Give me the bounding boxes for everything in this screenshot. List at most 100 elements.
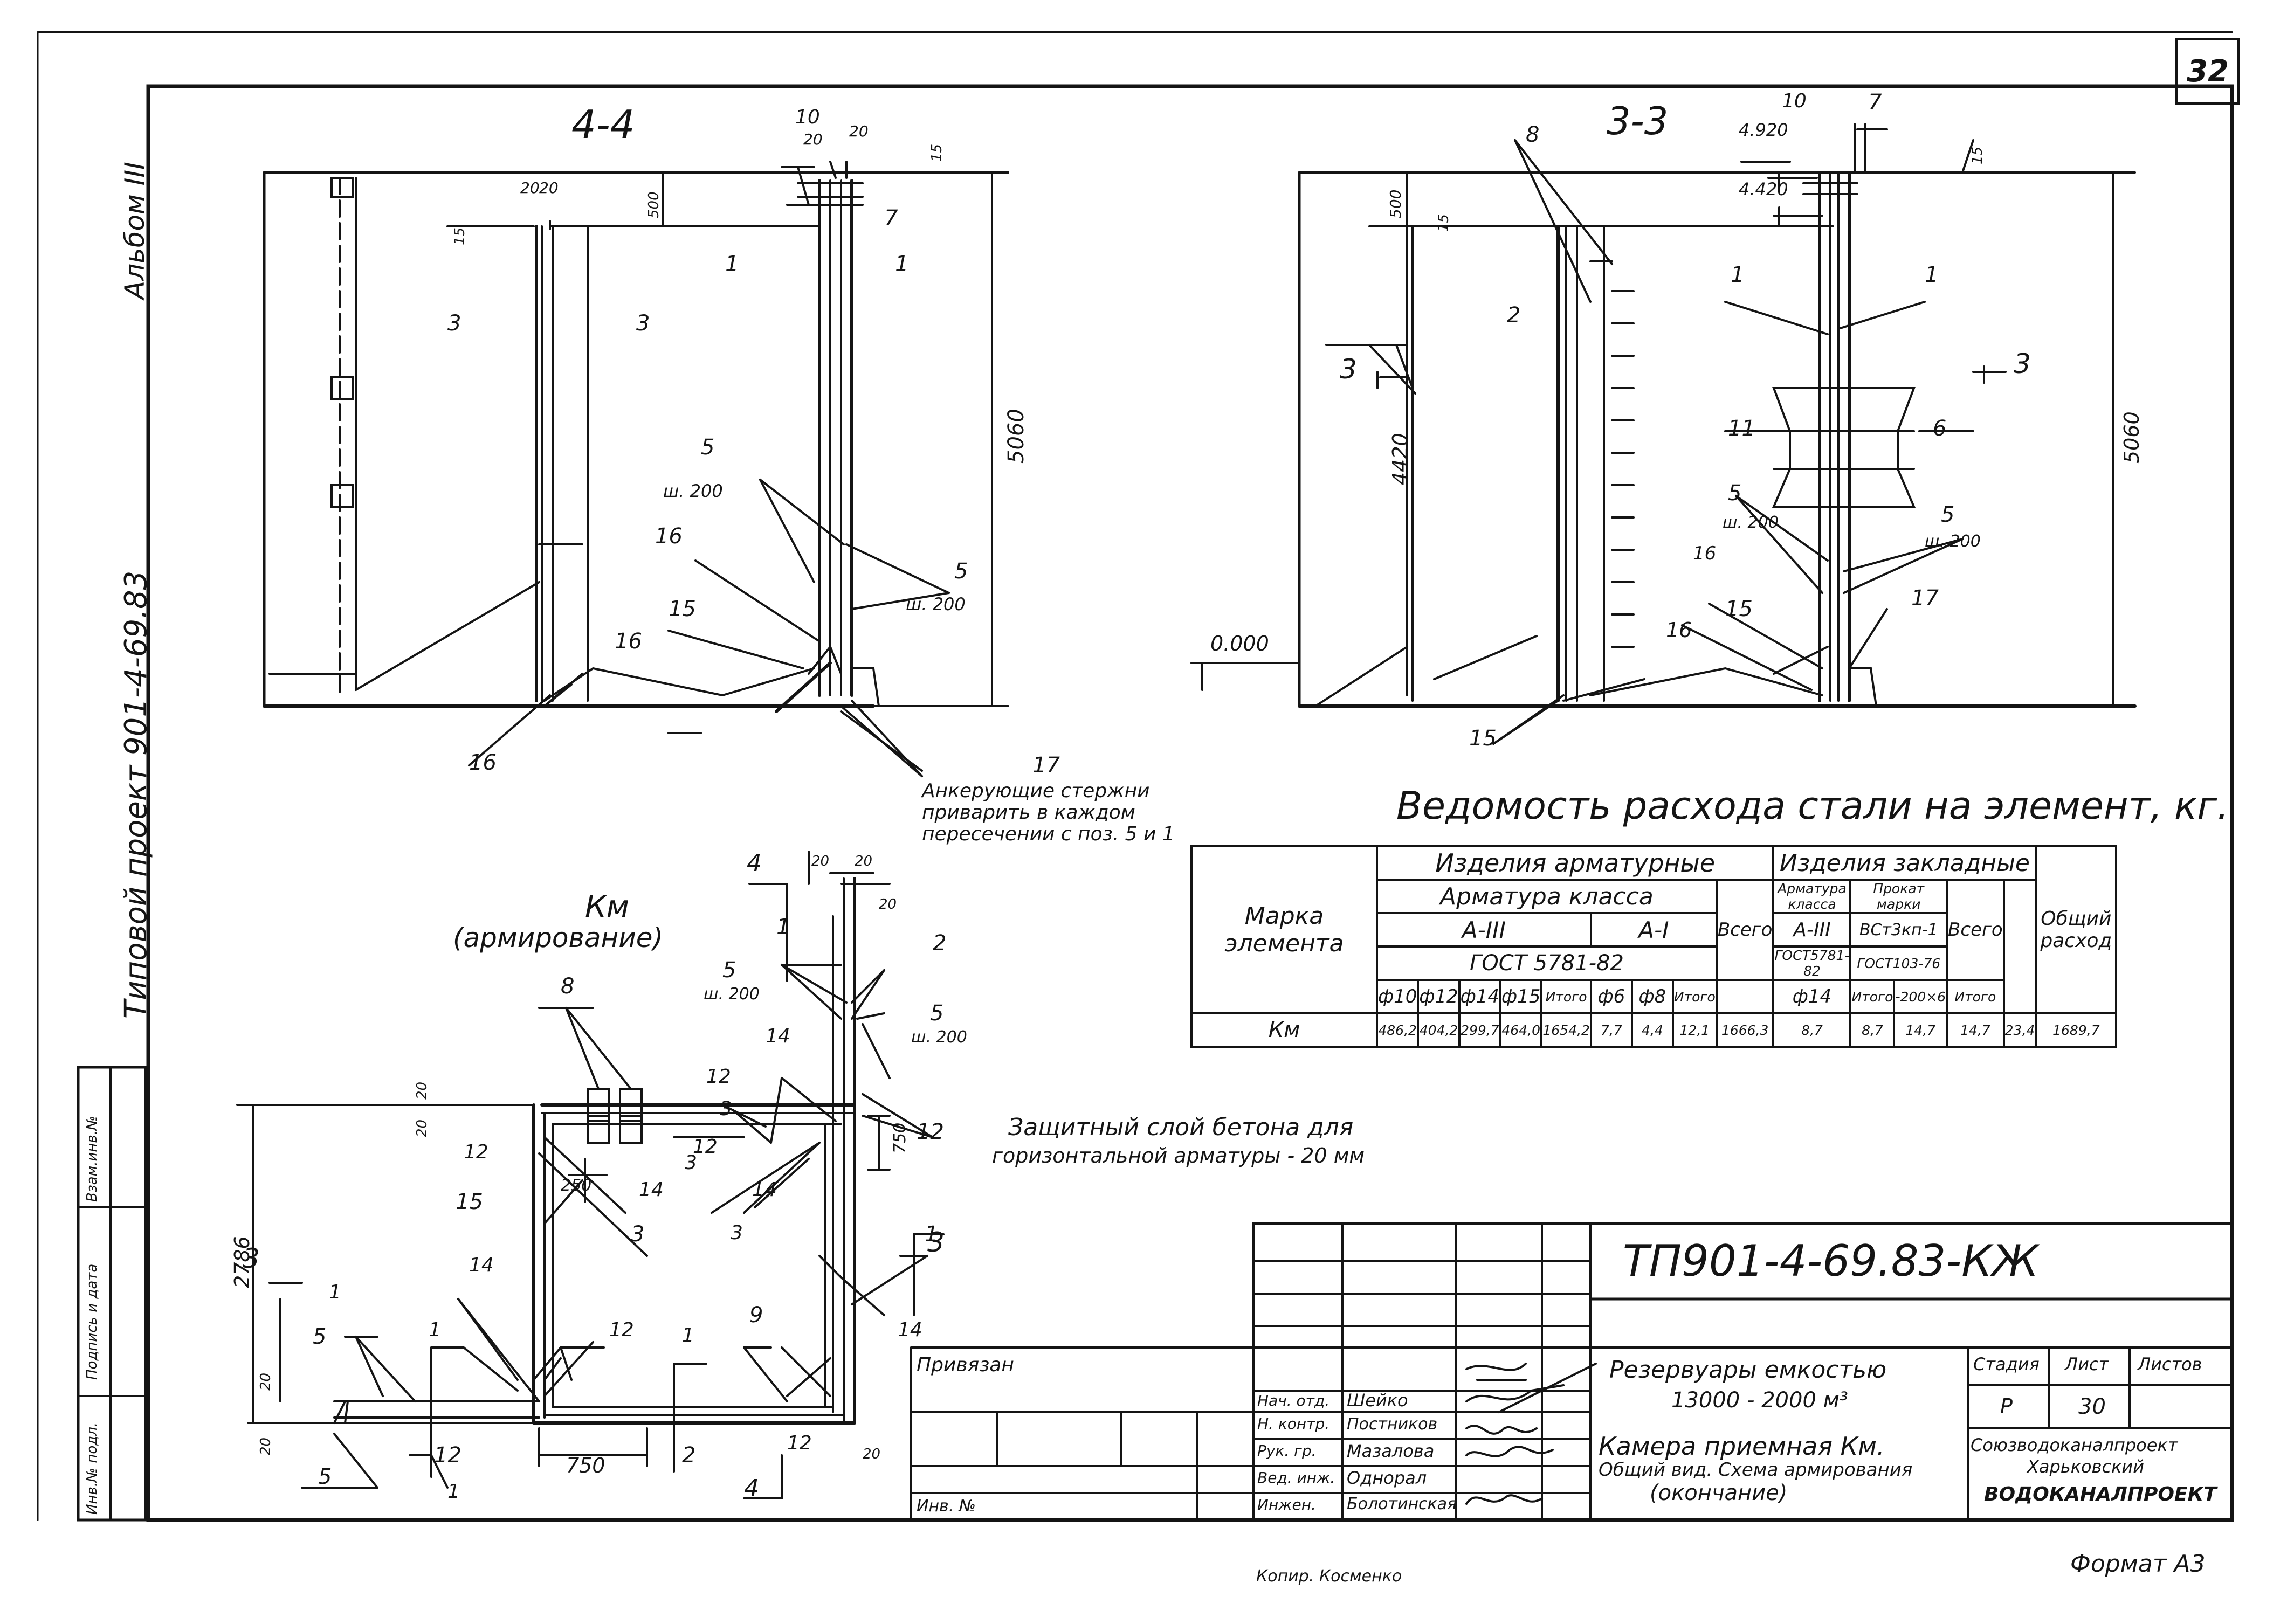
plan-km-title: Км (585, 889, 630, 924)
s44-callout: 5 (954, 559, 968, 584)
s44-callout: 16 (469, 750, 497, 775)
paper-format: Формат А3 (2070, 1550, 2206, 1578)
s33-callout: 17 (1911, 586, 1939, 611)
sheets-label: Листов (2138, 1354, 2202, 1374)
km-callout: 5 (318, 1464, 332, 1489)
table-row: Км 486,2 404,2 299,7 464,0 1654,2 7,7 4,… (1190, 1012, 2118, 1048)
km-callout: 12 (787, 1432, 812, 1454)
role-row: Н. контр. (1257, 1415, 1330, 1433)
org-name: Харьковский (2027, 1456, 2144, 1477)
km-callout: 1 (447, 1481, 460, 1503)
s33-step: ш. 200 (1723, 513, 1779, 532)
inv-label: Инв. № (917, 1497, 976, 1516)
km-dim: 20 (414, 1081, 430, 1100)
km-callout: 12 (609, 1319, 634, 1341)
embedded-group: Изделия закладные (1772, 845, 2037, 881)
km-dim: 250 (561, 1176, 592, 1195)
steel-table: Марка элемента Изделия арматурные Издели… (1190, 845, 2118, 1048)
s44-note: Анкерующие стержни (922, 780, 1150, 802)
steel-table-title: Ведомость расхода стали на элемент, кг. (1396, 784, 2229, 828)
s33-callout: 15 (1725, 597, 1753, 621)
s44-dim: 5060 (1004, 409, 1029, 464)
km-callout: 14 (898, 1319, 922, 1341)
s44-callout: 16 (655, 524, 683, 549)
section-3-3-lines (1190, 123, 2137, 745)
s33-dim: 15 (1436, 213, 1452, 232)
s44-dim: 500 (646, 191, 662, 218)
s44-dim: 15 (929, 143, 945, 162)
km-callout: 1 (329, 1281, 341, 1303)
s33-callout: 1 (1731, 262, 1745, 287)
km-callout: 14 (752, 1179, 777, 1201)
s33-level: 4.920 (1739, 120, 1788, 140)
km-callout: 1 (776, 915, 790, 939)
km-dim: 20 (414, 1119, 430, 1137)
km-callout: 1 (682, 1324, 694, 1346)
km-callout: 5 (722, 958, 736, 983)
role-row: Инжен. (1257, 1496, 1316, 1514)
s44-callout: 3 (447, 311, 461, 336)
s44-callout: 1 (725, 252, 739, 277)
signer-name: Постников (1347, 1415, 1438, 1434)
album-label: Альбом III (119, 162, 150, 299)
copied-by: Копир. Косменко (1256, 1567, 1402, 1586)
km-callout: 12 (693, 1136, 718, 1158)
km-callout: 5 (313, 1324, 327, 1349)
km-step: ш. 200 (704, 985, 760, 1004)
s33-dim: 4420 (1388, 433, 1412, 485)
km-callout: 12 (434, 1443, 461, 1468)
sheet-value: 30 (2078, 1394, 2106, 1419)
object-name: 13000 - 2000 м³ (1671, 1388, 1848, 1413)
s33-callout: 11 (1728, 416, 1755, 441)
s44-callout: 7 (884, 206, 898, 231)
km-callout: 5 (930, 1001, 944, 1026)
km-callout: 1 (925, 1222, 939, 1247)
stage-value: Р (2000, 1394, 2013, 1418)
km-callout: 2 (682, 1443, 696, 1468)
km-callout: 12 (917, 1119, 944, 1144)
s44-step: ш. 200 (663, 481, 723, 501)
sheet-title: Общий вид. Схема армирования (1599, 1459, 1913, 1481)
grand-total-head: Общий расход (2035, 845, 2118, 1014)
km-section-mark: 4 (747, 849, 762, 877)
km-callout: 9 (749, 1303, 763, 1328)
s33-callout: 10 (1782, 90, 1807, 112)
stage-label: Стадия (1973, 1354, 2040, 1374)
org-name: ВОДОКАНАЛПРОЕКТ (1984, 1483, 2217, 1505)
margin-stamp-original: Инв.№ подл. (84, 1422, 100, 1515)
s33-callout: 16 (1666, 618, 1692, 642)
s44-callout: 10 (795, 106, 820, 128)
s33-callout: 1 (1925, 262, 1939, 287)
s33-callout: 8 (1526, 122, 1540, 147)
s44-callout: 5 (701, 435, 715, 460)
km-dim: 20 (863, 1446, 881, 1462)
km-callout: 14 (469, 1254, 494, 1276)
km-callout: 12 (706, 1066, 731, 1088)
s33-section-mark: 3 (1340, 354, 1357, 385)
section-4-4-title: 4-4 (571, 102, 635, 147)
km-step: ш. 200 (911, 1028, 967, 1047)
s33-level: 0.000 (1210, 632, 1269, 655)
s44-dim: 20 (849, 122, 869, 140)
bound-label: Привязан (917, 1354, 1014, 1376)
rebar-group: Изделия арматурные (1375, 845, 1775, 881)
project-label: Типовой проект 901-4-69.83 (119, 570, 154, 1019)
role-row: Вед. инж. (1257, 1469, 1335, 1487)
s44-note: приварить в каждом (922, 801, 1135, 824)
signer-name: Болотинская (1347, 1495, 1457, 1514)
plan-km-lines (236, 851, 945, 1499)
margin-stamp-frame (77, 1066, 147, 1522)
signer-name: Мазалова (1347, 1441, 1435, 1461)
sheet-label: Лист (2065, 1354, 2109, 1374)
km-callout: 3 (685, 1152, 697, 1174)
s44-callout: 16 (615, 629, 642, 654)
margin-stamp-signature: Подпись и дата (84, 1263, 100, 1380)
s33-callout: 7 (1868, 90, 1882, 115)
section-4-4-lines (263, 161, 1009, 777)
s33-callout: 6 (1933, 416, 1947, 441)
s33-callout: 16 (1693, 543, 1717, 564)
section-3-3-title: 3-3 (1607, 99, 1669, 143)
sheet-title: Камера приемная Км. (1599, 1432, 1885, 1461)
s44-note: пересечении с поз. 5 и 1 (922, 823, 1175, 845)
